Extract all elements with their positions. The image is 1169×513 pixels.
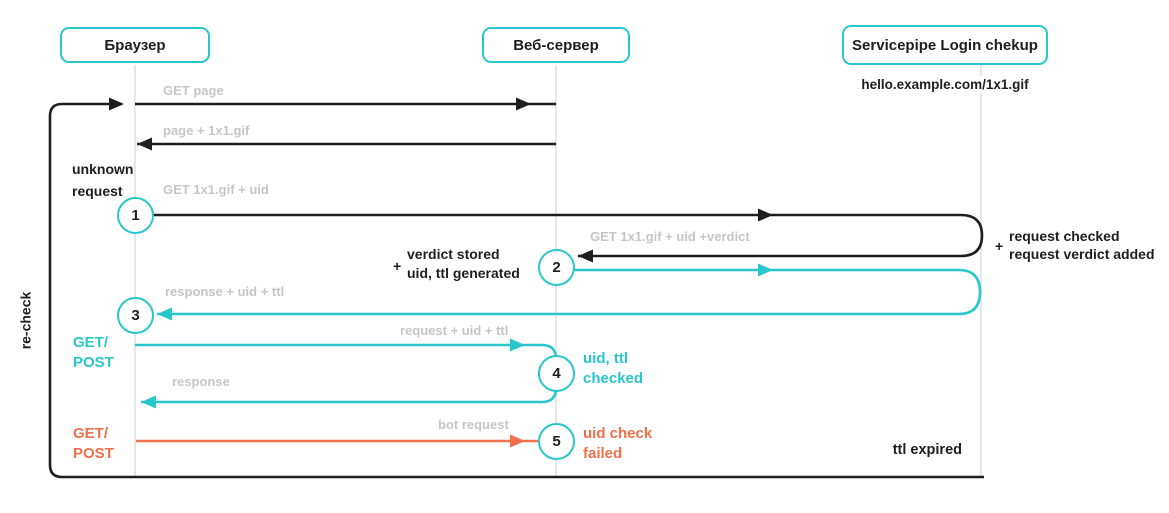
- step-number-3: 3: [131, 307, 140, 324]
- actor-box-servicepipe: Servicepipe Login chekup: [842, 25, 1048, 65]
- note-request-checked-line2: request verdict added: [1009, 246, 1155, 262]
- arrowhead-page-gif-icon: [137, 137, 152, 151]
- note-get-post-recheck: GET/ POST: [73, 333, 114, 373]
- arrowhead-uid-out-icon: [758, 208, 773, 222]
- actor-label-web-server: Веб-сервер: [513, 36, 599, 54]
- message-bot-request: bot request: [438, 417, 509, 432]
- note-get-post-recheck-line2: POST: [73, 354, 114, 371]
- note-get-post-bot-line1: GET/: [73, 425, 109, 442]
- arrow-uid-roundtrip: [153, 213, 984, 258]
- note-uid-ttl-checked-line1: uid, ttl: [583, 350, 628, 367]
- note-uid-check-failed-line1: uid check: [583, 425, 653, 442]
- note-uid-ttl-checked-line2: checked: [583, 370, 644, 387]
- servicepipe-url: hello.example.com/1x1.gif: [842, 76, 1048, 93]
- note-get-post-bot: GET/ POST: [73, 424, 114, 464]
- arrowhead-request-icon: [510, 338, 525, 352]
- message-get-page: GET page: [163, 83, 224, 98]
- note-recheck: re-check: [17, 291, 34, 350]
- step-circle-3: 3: [117, 297, 154, 334]
- step-circle-5: 5: [538, 423, 575, 460]
- step-number-5: 5: [552, 433, 561, 450]
- message-page-gif: page + 1x1.gif: [163, 123, 250, 138]
- note-ttl-expired: ttl expired: [892, 442, 962, 458]
- step-circle-2: 2: [538, 249, 575, 286]
- note-uid-check-failed: uid check failed: [583, 424, 652, 464]
- plus-sign-verdict-stored: +: [393, 258, 402, 274]
- message-request-uid-ttl: request + uid + ttl: [400, 323, 509, 338]
- step-number-1: 1: [131, 207, 140, 224]
- note-get-post-bot-line2: POST: [73, 445, 114, 462]
- note-uid-check-failed-line2: failed: [583, 445, 623, 462]
- actor-label-servicepipe: Servicepipe Login chekup: [852, 36, 1038, 54]
- note-verdict-stored-line1: verdict stored: [407, 246, 500, 262]
- message-response-uid-ttl: response + uid + ttl: [165, 284, 285, 299]
- note-uid-ttl-checked: uid, ttl checked: [583, 349, 643, 389]
- actor-box-browser: Браузер: [60, 27, 210, 63]
- actor-label-browser: Браузер: [104, 36, 166, 54]
- step-number-2: 2: [552, 259, 561, 276]
- message-get-gif-uid: GET 1x1.gif + uid: [163, 182, 269, 197]
- arrowhead-response-out-icon: [758, 263, 773, 277]
- message-response: response: [172, 374, 230, 389]
- step-circle-1: 1: [117, 197, 154, 234]
- step-circle-4: 4: [538, 355, 575, 392]
- message-get-gif-uid-verdict: GET 1x1.gif + uid +verdict: [590, 229, 750, 244]
- arrow-response-roundtrip: [157, 268, 982, 316]
- note-request-checked-line1: request checked: [1009, 228, 1120, 244]
- note-verdict-stored-line2: uid, ttl generated: [407, 265, 520, 281]
- step-number-4: 4: [552, 365, 561, 382]
- arrowhead-get-page-icon: [516, 97, 531, 111]
- arrowhead-bot-request-icon: [510, 434, 525, 448]
- actor-box-web-server: Веб-сервер: [482, 27, 630, 63]
- recheck-bracket: [48, 102, 984, 479]
- recheck-bracket-arrowhead-icon: [109, 97, 124, 111]
- note-unknown-request: unknown request: [72, 161, 134, 199]
- note-request-checked: request checked request verdict added: [1009, 227, 1155, 263]
- note-verdict-stored: verdict stored uid, ttl generated: [407, 245, 520, 283]
- note-get-post-recheck-line1: GET/: [73, 334, 109, 351]
- arrowhead-uid-back-icon: [578, 249, 593, 263]
- plus-sign-request-checked: +: [995, 238, 1004, 254]
- arrowhead-response2-icon: [141, 395, 156, 409]
- arrowhead-response-back-icon: [157, 307, 172, 321]
